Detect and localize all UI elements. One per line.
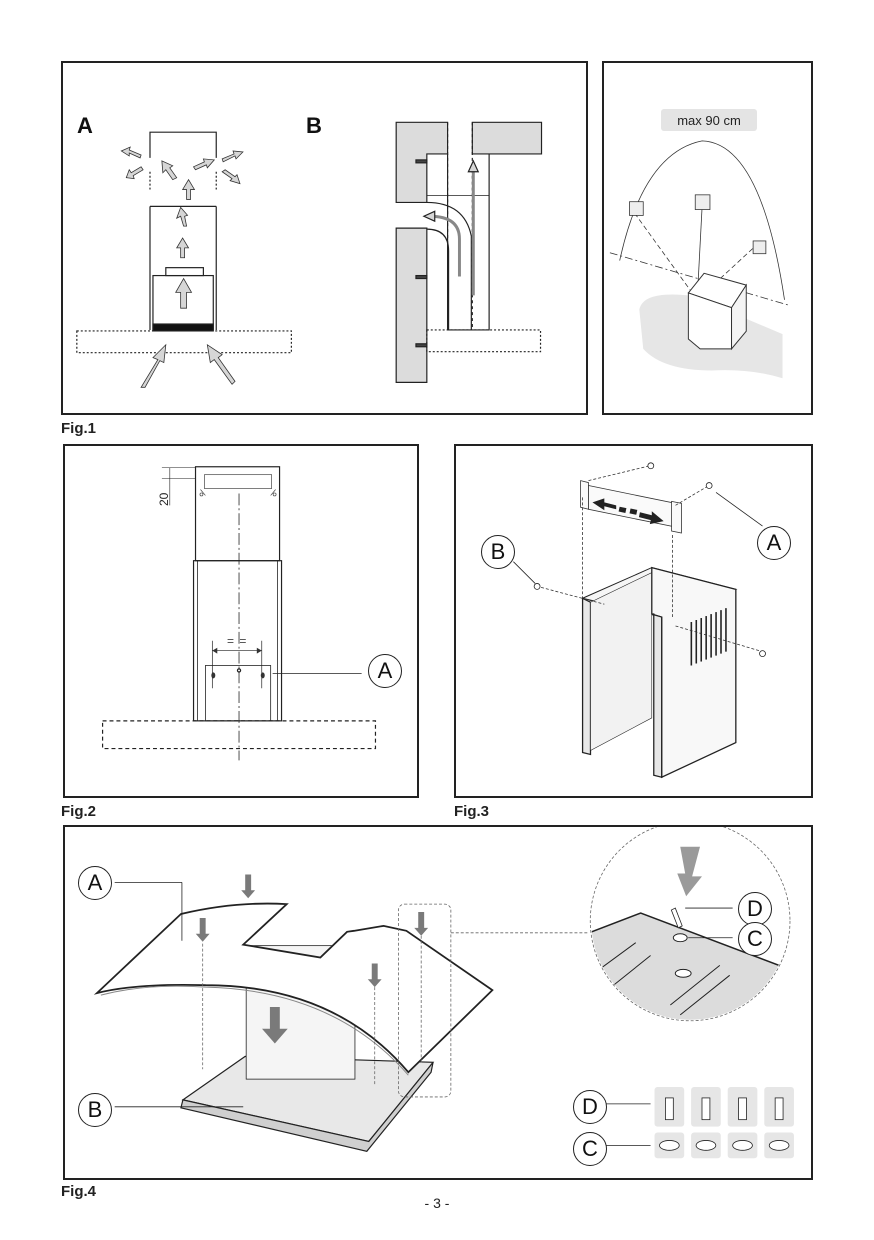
- fig4-callout-c-detail: C: [738, 922, 772, 956]
- guide-lines: [540, 465, 763, 653]
- fig4-callout-a: A: [78, 866, 112, 900]
- fig1-panel-ab: A B: [61, 61, 588, 415]
- fig3-callout-a: A: [757, 526, 791, 560]
- chimney-assembly-diagram: [513, 462, 766, 779]
- fig2-callout-a: A: [368, 654, 402, 688]
- glass-canopy-assembly-diagram: [93, 827, 794, 1159]
- fig3-caption: Fig.3: [454, 803, 490, 820]
- fig2-panel: 20 = = A: [63, 444, 419, 798]
- screws: [533, 462, 766, 657]
- dimension-20mm: 20: [157, 492, 171, 506]
- vent-slots: [690, 608, 727, 666]
- fig1-caption: Fig.1: [61, 420, 97, 437]
- hood-motor-box: [687, 272, 748, 351]
- page-number: - 3 -: [424, 1195, 450, 1211]
- chimney-shell: [581, 566, 738, 779]
- fig4-panel: A B D C D C 4 4: [63, 825, 813, 1180]
- max-distance-badge: max 90 cm: [661, 109, 757, 131]
- mounting-bracket: [199, 474, 277, 497]
- screw-count: 4: [805, 1093, 806, 1094]
- fig2-caption: Fig.2: [61, 803, 97, 820]
- parts-kit: [601, 1087, 794, 1159]
- fig3-panel: A B: [454, 444, 813, 798]
- fig4-caption: Fig.4: [61, 1183, 97, 1200]
- bracket: [580, 480, 682, 534]
- ducted-hood-drawing: [395, 121, 543, 383]
- socket-distance-diagram: [609, 140, 791, 379]
- fig1-sub-a-label: A: [77, 113, 93, 138]
- fig3-callout-b: B: [481, 535, 515, 569]
- fig4-callout-b: B: [78, 1093, 112, 1127]
- fig4-callout-d-detail: D: [738, 892, 772, 926]
- washer-count: 4: [805, 1139, 806, 1140]
- fig4-callout-c-parts: C: [573, 1132, 607, 1166]
- fig1-panel-distance: max 90 cm: [602, 61, 813, 415]
- fig4-callout-d-parts: D: [573, 1090, 607, 1124]
- sliding-arrow: [592, 498, 664, 525]
- recirculation-hood-drawing: [76, 131, 292, 354]
- wall-socket-icons: [629, 194, 767, 255]
- screw-arrows: [195, 874, 429, 1044]
- equal-spacing-marks: = =: [227, 634, 248, 648]
- chimney-front-diagram: [101, 466, 377, 761]
- airflow-arrows-a: [120, 146, 244, 388]
- fig1-sub-b-label: B: [306, 113, 322, 138]
- fig1-diagram: [76, 121, 543, 388]
- glass-canopy: [93, 902, 494, 1076]
